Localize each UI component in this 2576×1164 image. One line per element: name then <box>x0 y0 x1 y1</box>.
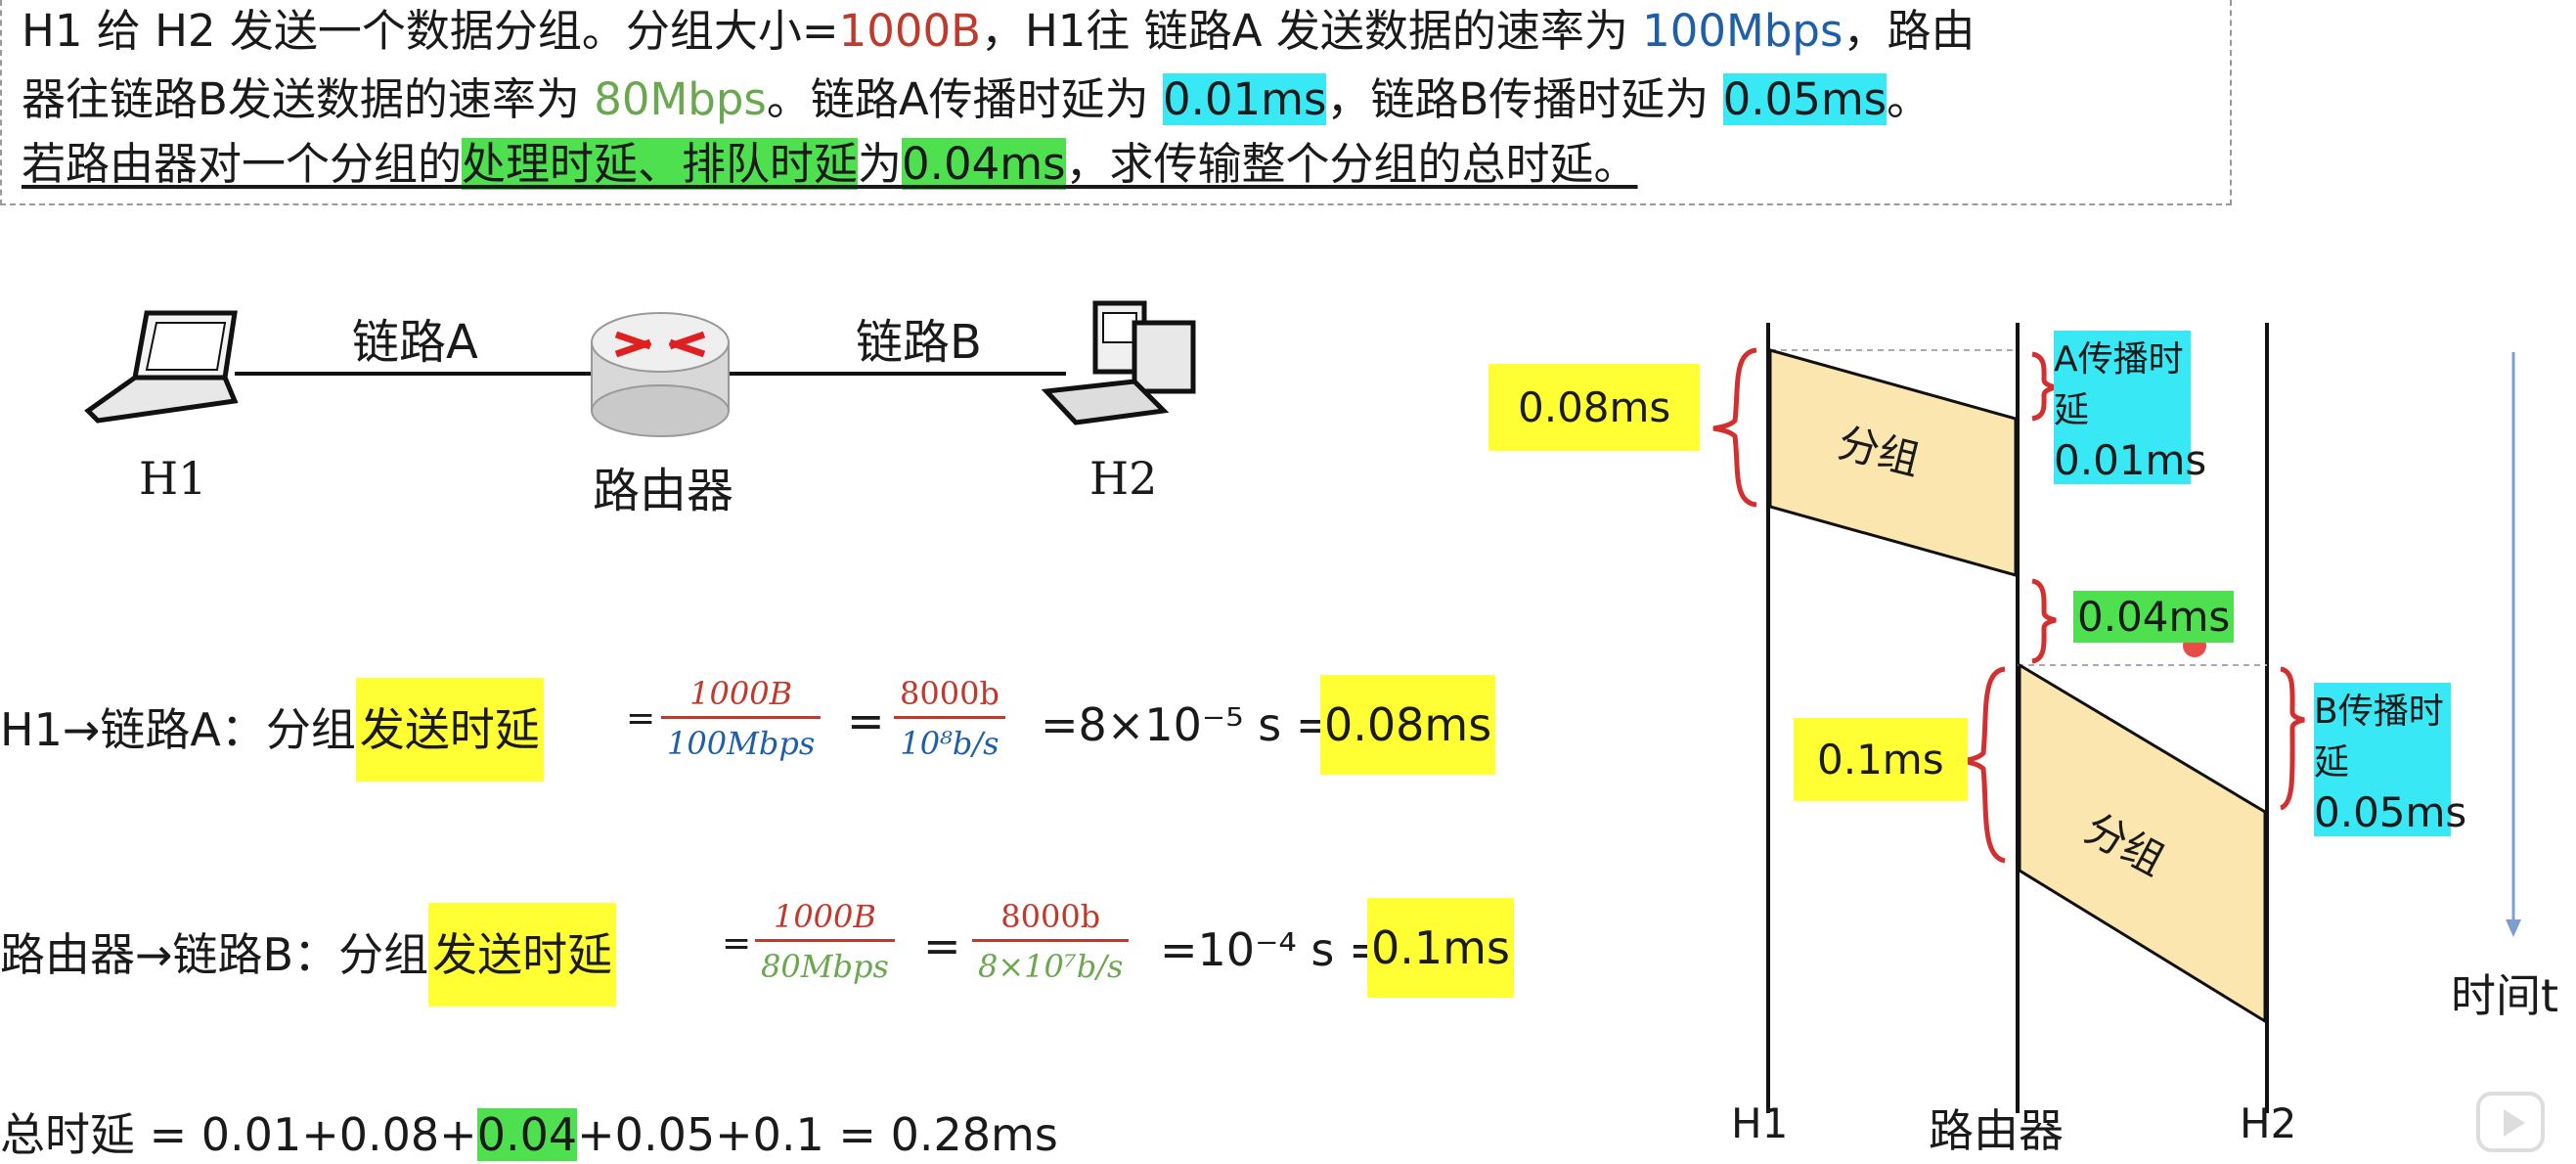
play-button[interactable] <box>2476 1092 2545 1152</box>
proc-delay-highlight: 0.04 <box>476 1108 578 1161</box>
equation-text: 路由器→链路B：分组 <box>0 928 429 981</box>
equation-1: H1→链路A：分组发送时延 <box>0 678 544 782</box>
tx-delay-a-label: 0.08ms <box>1488 364 1701 451</box>
prop-b-title: B传播时延 <box>2314 692 2444 783</box>
problem-text: 为 <box>858 138 903 190</box>
equals-sign: = <box>626 698 656 739</box>
prop-a-box: A传播时延 0.01ms <box>2054 331 2207 484</box>
tx-delay-b-result: 0.1ms <box>1367 898 1514 998</box>
fraction-denominator: 100Mbps <box>661 716 822 762</box>
rate-a-value: 100Mbps <box>1642 5 1843 57</box>
equation-result-text: =8×10⁻⁵ s = <box>1041 698 1334 751</box>
problem-text: ，H1往 链路A 发送数据的速率为 <box>980 5 1643 57</box>
desktop-computer-icon <box>1041 300 1196 425</box>
fraction-2: 8000b 10⁸b/s <box>894 675 1005 762</box>
tx-delay-a-result: 0.08ms <box>1320 675 1496 775</box>
brace-tx-b <box>1961 666 2006 864</box>
problem-text: 。 <box>1887 73 1932 125</box>
problem-statement-box: H1 给 H2 发送一个数据分组。分组大小=1000B，H1往 链路A 发送数据… <box>0 0 2232 205</box>
prop-b-box: B传播时延 0.05ms <box>2314 683 2467 836</box>
problem-text: 器往链路B发送数据的速率为 <box>22 73 595 125</box>
prop-b-value: 0.05ms <box>1722 73 1888 125</box>
equation-text: H1→链路A：分组 <box>0 703 356 756</box>
problem-line-1: H1 给 H2 发送一个数据分组。分组大小=1000B，H1往 链路A 发送数据… <box>22 2 1975 61</box>
router-label: 路由器 <box>593 464 734 518</box>
fraction-3: 1000B 80Mbps <box>755 898 895 985</box>
proc-delay-label: 0.04ms <box>2073 591 2235 643</box>
prop-b-value: 0.05ms <box>2314 788 2467 836</box>
packet-1-shape <box>1768 348 2018 577</box>
fraction-denominator: 80Mbps <box>755 939 895 985</box>
prop-a-value: 0.01ms <box>1162 73 1327 125</box>
equation-2: 路由器→链路B：分组发送时延 <box>0 903 617 1007</box>
tx-delay-highlight: 发送时延 <box>355 678 544 782</box>
brace-prop-a <box>2031 351 2057 422</box>
tx-delay-b-label: 0.1ms <box>1794 718 1968 801</box>
fraction-denominator: 8×10⁷b/s <box>972 939 1130 985</box>
problem-text: ，求传输整个分组的总时延。 <box>1065 138 1638 190</box>
router-icon <box>591 312 730 437</box>
axis-label-router: 路由器 <box>1929 1104 2064 1157</box>
fraction-4: 8000b 8×10⁷b/s <box>972 898 1130 985</box>
equals-sign: = <box>722 923 752 963</box>
play-icon <box>2504 1109 2525 1137</box>
proc-queue-highlight: 处理时延、排队时延 <box>462 138 859 190</box>
problem-text: ，链路B传播时延为 <box>1326 73 1723 125</box>
brace-tx-a <box>1712 347 1757 508</box>
brace-proc <box>2031 578 2057 664</box>
equation-result-text: =10⁻⁴ s = <box>1160 923 1387 976</box>
fraction-1: 1000B 100Mbps <box>661 675 822 762</box>
host-h2-label: H2 <box>1089 452 1158 505</box>
host-h1-label: H1 <box>139 452 207 505</box>
problem-text: H1 给 H2 发送一个数据分组。分组大小= <box>22 5 839 57</box>
packet-2-shape <box>2018 662 2267 1024</box>
tx-delay-highlight: 发送时延 <box>428 903 617 1007</box>
problem-text: 若路由器对一个分组的 <box>22 138 463 190</box>
problem-text: 。链路A传播时延为 <box>766 73 1163 125</box>
fraction-numerator: 8000b <box>1000 898 1101 935</box>
rate-b-value: 80Mbps <box>594 73 767 125</box>
problem-line-2: 器往链路B发送数据的速率为 80Mbps。链路A传播时延为 0.01ms，链路B… <box>22 70 1931 129</box>
network-topology <box>84 300 1196 437</box>
laptop-icon <box>84 310 239 424</box>
fraction-numerator: 1000B <box>689 675 793 712</box>
link-b-label: 链路B <box>856 315 982 370</box>
equation-text: 总时延 = 0.01+0.08+ <box>0 1108 477 1161</box>
fraction-denominator: 10⁸b/s <box>894 716 1005 762</box>
problem-line-3: 若路由器对一个分组的处理时延、排队时延为0.04ms，求传输整个分组的总时延。 <box>22 135 1638 194</box>
brace-prop-b <box>2279 666 2305 811</box>
fraction-numerator: 8000b <box>900 675 999 712</box>
time-axis-label: 时间t <box>2451 969 2559 1022</box>
axis-label-h1: H1 <box>1731 1099 1789 1147</box>
equals-sign: = <box>923 919 961 972</box>
prop-a-value: 0.01ms <box>2054 436 2207 484</box>
prop-a-title: A传播时延 <box>2054 339 2184 430</box>
problem-text: ，路由 <box>1843 5 1976 57</box>
equals-sign: = <box>847 694 885 747</box>
proc-delay-value: 0.04ms <box>902 138 1066 190</box>
link-a-label: 链路A <box>352 315 478 370</box>
fraction-numerator: 1000B <box>773 898 876 935</box>
packet-size-value: 1000B <box>838 5 981 57</box>
time-axis-arrowhead <box>2506 919 2521 937</box>
equation-text: +0.05+0.1 = 0.28ms <box>577 1108 1058 1161</box>
total-delay-equation: 总时延 = 0.01+0.08+0.04+0.05+0.1 = 0.28ms <box>0 1099 1058 1164</box>
axis-label-h2: H2 <box>2240 1099 2297 1147</box>
